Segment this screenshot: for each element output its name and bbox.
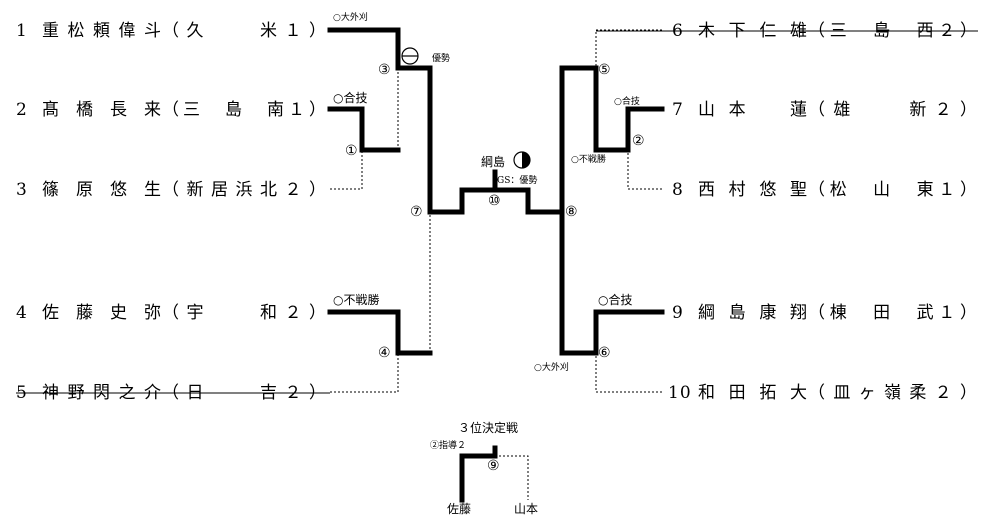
player-number: 7	[672, 100, 684, 120]
player-affiliation: （宇 和２）	[162, 303, 327, 323]
player-row-4: 4 佐藤史弥 （宇 和２）	[16, 303, 327, 323]
winner-line	[459, 445, 498, 503]
match-number: ⑦	[410, 204, 423, 220]
player-row-1: 1 重松頼偉斗 （久 米１）	[16, 21, 327, 41]
player-affiliation: （雄 新２）	[808, 100, 978, 120]
winner-line	[327, 27, 433, 71]
player-number: 2	[16, 100, 28, 120]
loser-line	[595, 353, 662, 393]
player-row-9: 9 綱島康翔 （棟 田 武１）	[672, 303, 978, 323]
third-place-section: ３位決定戦 ②指導２ 佐藤 山本	[430, 420, 538, 516]
result-label: ②指導２	[430, 439, 466, 451]
result-label: 優勢	[432, 52, 450, 64]
winner-line	[427, 65, 498, 215]
player-affiliation: （久 米１）	[162, 21, 327, 41]
match-numbers: ① ② ③ ④ ⑤ ⑥ ⑦ ⑧ ⑨ ⑩	[345, 62, 645, 474]
match-number: ⑨	[487, 458, 500, 474]
winner-line	[327, 309, 433, 356]
player-row-5: 5 神野閃之介 （日 吉２）	[16, 383, 330, 403]
match-number: ⑧	[565, 204, 578, 220]
player-name: 佐藤史弥	[42, 303, 162, 323]
champion-name: 綱島	[481, 154, 505, 169]
player-name: 山本 蓮	[698, 100, 808, 120]
player-number: 1	[16, 21, 28, 41]
match-number: ⑤	[598, 62, 611, 78]
player-affiliation: （棟 田 武１）	[808, 303, 978, 323]
loser-line	[627, 150, 662, 190]
player-row-8: 8 西村悠聖 （松 山 東１）	[672, 180, 978, 200]
result-label: ○不戦勝	[333, 292, 379, 307]
match-number: ⑩	[488, 193, 501, 209]
third-place-left: 佐藤	[447, 502, 471, 516]
left-bracket-lines	[327, 27, 498, 393]
player-affiliation: （松 山 東１）	[808, 180, 978, 200]
result-label: ○合技	[598, 292, 632, 307]
player-row-2: 2 髙橋長来 （三 島 南１）	[16, 100, 327, 120]
player-row-7: 7 山本 蓮 （雄 新２）	[672, 100, 978, 120]
third-place-right: 山本	[514, 502, 538, 516]
half-filled-circle-icon	[401, 47, 419, 65]
match-number: ④	[378, 345, 391, 361]
player-name: 髙橋長来	[42, 100, 162, 120]
match-number: ②	[632, 133, 645, 149]
player-number: 4	[16, 303, 28, 323]
player-affiliation: （新居浜北２）	[162, 180, 327, 200]
loser-line	[330, 150, 363, 190]
player-affiliation: （三 島 南１）	[162, 100, 327, 120]
match-number: ①	[345, 143, 358, 159]
player-name: 篠原悠生	[42, 180, 162, 200]
player-row-6: 6 木下仁雄 （三 島 西２）	[596, 21, 978, 41]
player-affiliation: （皿ヶ嶺柔２）	[808, 383, 978, 403]
player-name: 綱島康翔	[698, 303, 808, 323]
result-label: ○合技	[333, 90, 367, 105]
third-place-title: ３位決定戦	[458, 420, 518, 435]
player-number: 9	[672, 303, 684, 323]
right-bracket-lines	[492, 29, 665, 393]
loser-line	[595, 29, 662, 68]
winner-line	[327, 106, 401, 153]
result-labels: ○大外刈 ○合技 ○合技 ○不戦勝 ○不戦勝 ○合技 ○大外刈 優勢 GS：優勢…	[333, 11, 640, 373]
player-number: 3	[16, 180, 28, 200]
winner-line	[559, 65, 599, 215]
winner-line	[593, 106, 665, 153]
loser-line	[330, 353, 399, 393]
player-row-3: 3 篠原悠生 （新居浜北２）	[16, 180, 327, 200]
result-label: ○不戦勝	[571, 153, 606, 165]
player-name: 重松頼偉斗	[42, 21, 162, 41]
result-label: ○合技	[614, 95, 640, 107]
match-number: ③	[378, 62, 391, 78]
player-name: 和田拓大	[698, 383, 808, 403]
result-label: ○大外刈	[333, 11, 368, 23]
player-row-10: 10 和田拓大 （皿ヶ嶺柔２）	[668, 383, 978, 403]
loser-line	[495, 455, 529, 500]
result-label: ○大外刈	[534, 361, 569, 373]
winner-line	[492, 187, 665, 356]
result-label: GS：優勢	[497, 174, 537, 186]
player-name: 西村悠聖	[698, 180, 808, 200]
player-number: 8	[672, 180, 684, 200]
match-number: ⑥	[598, 345, 611, 361]
player-number: 10	[668, 383, 692, 403]
half-filled-circle-icon	[513, 151, 531, 169]
